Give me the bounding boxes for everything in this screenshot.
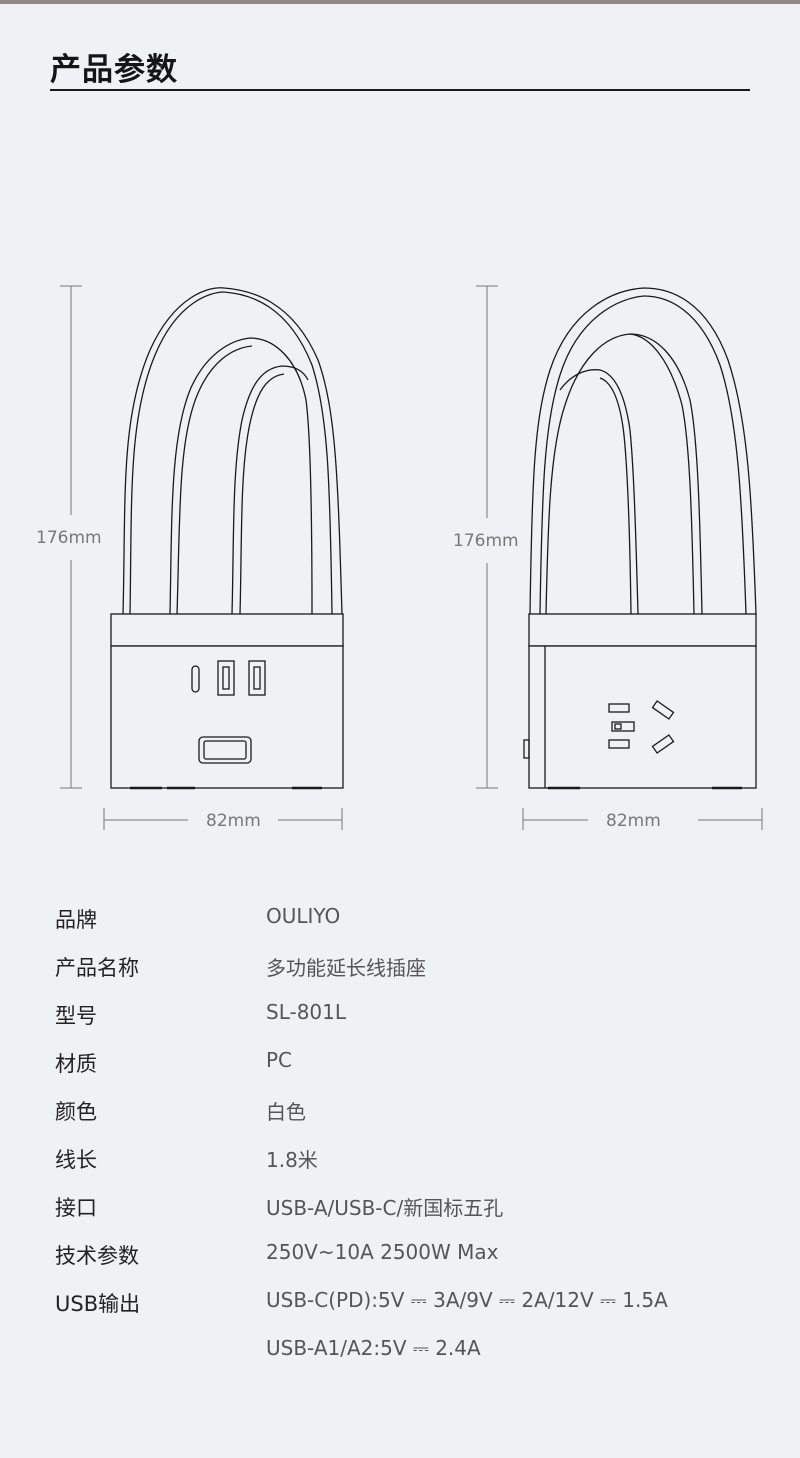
- spec-value: USB-C(PD):5V ⎓ 3A/9V ⎓ 2A/12V ⎓ 1.5A: [266, 1288, 668, 1312]
- right-height-label: 176mm: [453, 531, 519, 551]
- spec-row-tech-params: 技术参数 250V~10A 2500W Max: [55, 1240, 755, 1288]
- spec-value: 250V~10A 2500W Max: [266, 1240, 499, 1264]
- usb-a-port-icon: [217, 660, 235, 696]
- spec-label: 品牌: [55, 908, 97, 932]
- back-view: [523, 287, 757, 790]
- spec-table: 品牌 OULIYO 产品名称 多功能延长线插座 型号 SL-801L 材质 PC…: [55, 904, 755, 1384]
- spec-row-model: 型号 SL-801L: [55, 1000, 755, 1048]
- spec-label: 材质: [55, 1052, 97, 1076]
- spec-label: 接口: [55, 1196, 97, 1220]
- left-width-label: 82mm: [206, 811, 261, 831]
- spec-value: USB-A1/A2:5V ⎓ 2.4A: [266, 1336, 481, 1360]
- spec-row-color: 颜色 白色: [55, 1096, 755, 1144]
- spec-row-brand: 品牌 OULIYO: [55, 904, 755, 952]
- spec-value: OULIYO: [266, 904, 341, 928]
- top-bar: [0, 0, 800, 4]
- spec-row-cable-length: 线长 1.8米: [55, 1144, 755, 1192]
- product-drawing: 176mm 82mm 176mm 82mm: [36, 285, 763, 831]
- page-title: 产品参数: [50, 52, 178, 88]
- spec-value: 多功能延长线插座: [266, 956, 426, 980]
- spec-label: 技术参数: [55, 1244, 139, 1268]
- spec-value: USB-A/USB-C/新国标五孔: [266, 1196, 504, 1220]
- spec-value: 1.8米: [266, 1148, 318, 1172]
- spec-label: USB输出: [55, 1292, 141, 1316]
- title-divider: [50, 89, 750, 91]
- spec-label: 型号: [55, 1004, 97, 1028]
- spec-row-product-name: 产品名称 多功能延长线插座: [55, 952, 755, 1000]
- usb-a-port-icon: [248, 660, 266, 696]
- outlet-socket-icon: [608, 700, 675, 754]
- right-width-label: 82mm: [606, 811, 661, 831]
- spec-value: PC: [266, 1048, 293, 1072]
- spec-value: SL-801L: [266, 1000, 347, 1024]
- spec-row-interface: 接口 USB-A/USB-C/新国标五孔: [55, 1192, 755, 1240]
- spec-value: 白色: [266, 1100, 306, 1124]
- spec-row-material: 材质 PC: [55, 1048, 755, 1096]
- spec-row-usb-output: USB输出 USB-C(PD):5V ⎓ 3A/9V ⎓ 2A/12V ⎓ 1.…: [55, 1288, 755, 1336]
- spec-label: 产品名称: [55, 956, 139, 980]
- spec-row-usb-output-a: USB-A1/A2:5V ⎓ 2.4A: [55, 1336, 755, 1384]
- left-height-label: 176mm: [36, 528, 102, 548]
- spec-label: 颜色: [55, 1100, 97, 1124]
- spec-label: 线长: [55, 1148, 97, 1172]
- power-switch-icon: [198, 736, 252, 764]
- usb-c-port-icon: [191, 665, 200, 693]
- front-view: [110, 287, 344, 790]
